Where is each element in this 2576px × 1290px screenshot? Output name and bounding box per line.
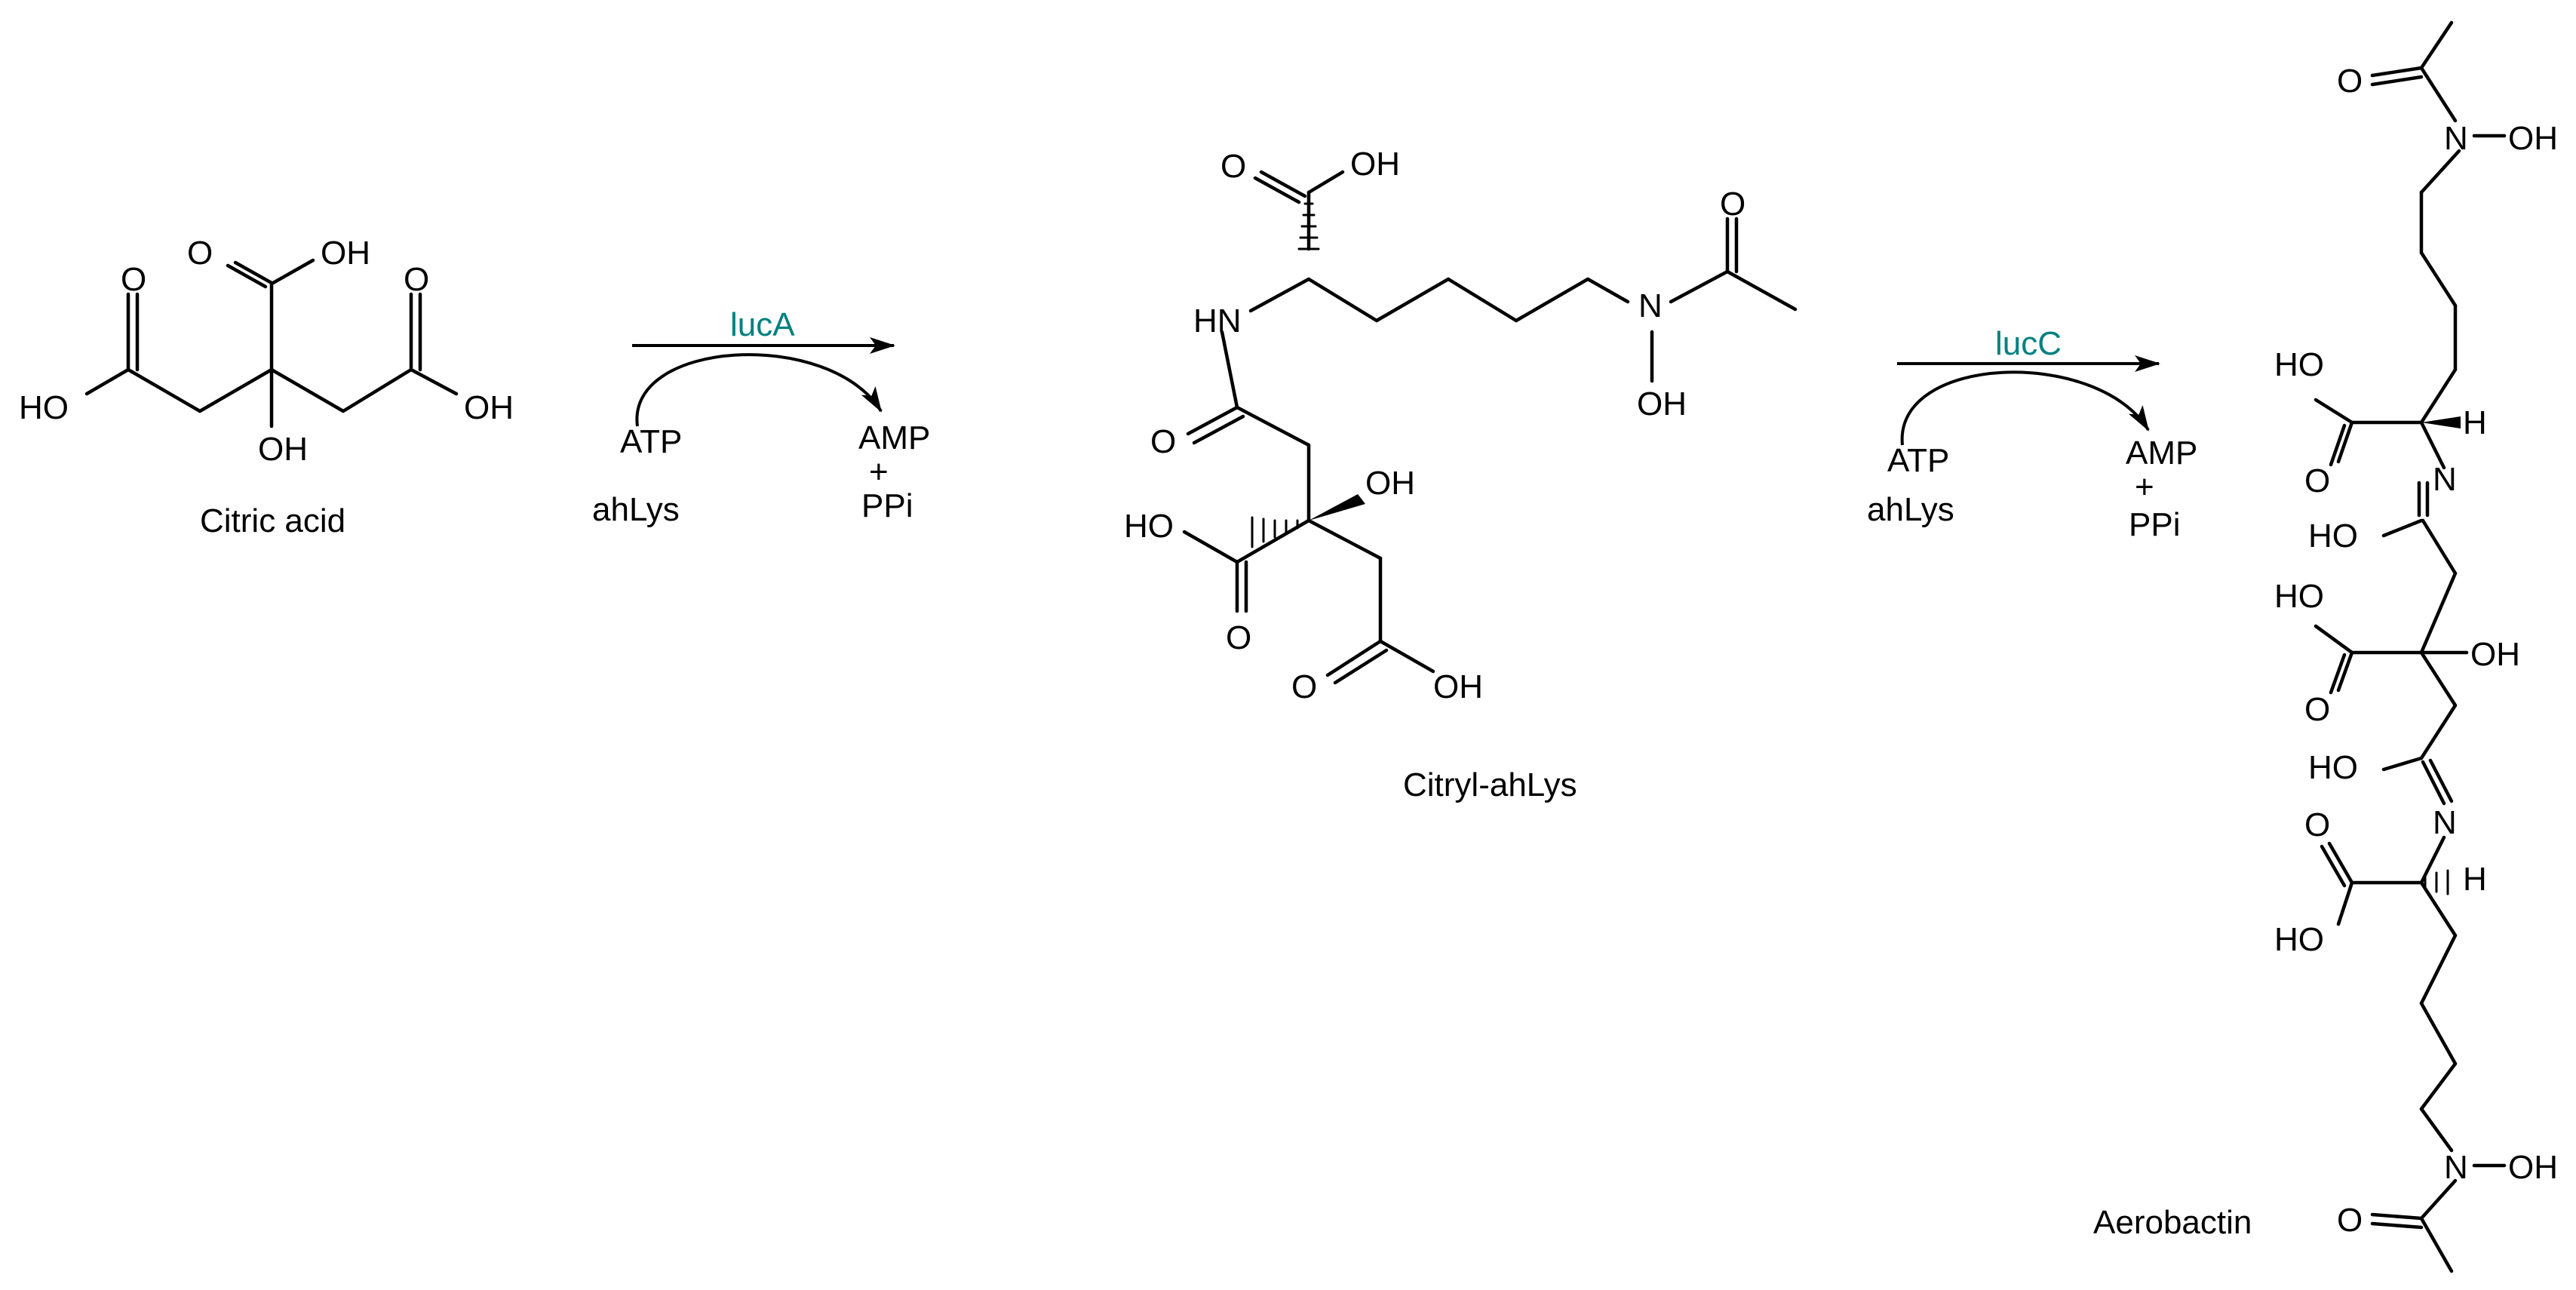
aero-o-bottom: O <box>2337 1202 2363 1239</box>
aerobactin-structure: O N OH HO O H N HO HO O OH HO N O HO H N… <box>2274 20 2558 1273</box>
aero-o-top: O <box>2337 63 2363 100</box>
aero-n-4: N <box>2433 804 2457 841</box>
aero-ho-5: HO <box>2274 921 2324 958</box>
aero-oh-bottom: OH <box>2508 1149 2558 1186</box>
aero-n-top: N <box>2444 120 2468 157</box>
citryl-hn: HN <box>1193 303 1242 339</box>
citryl-oh-quat: OH <box>1365 465 1415 502</box>
reaction-2-ahlys: ahLys <box>1867 491 1954 528</box>
citric-ho-left: HO <box>19 389 69 426</box>
citric-acid-structure: O OH O HO O OH OH <box>19 235 514 468</box>
aero-ho-2: HO <box>2308 518 2358 554</box>
aero-ho-4: HO <box>2308 749 2358 786</box>
aero-h-1: H <box>2463 404 2487 441</box>
reaction-1-enzyme: lucA <box>730 306 795 343</box>
reaction-2-arrow <box>1897 355 2160 446</box>
citryl-oh-acid: OH <box>1350 146 1400 183</box>
citryl-ahlys-structure: O OH HN N OH O O OH HO O O OH <box>1124 146 1798 705</box>
citric-oh-top: OH <box>321 235 370 272</box>
reaction-1-plus: + <box>869 453 889 490</box>
reaction-2-enzyme: lucC <box>1995 325 2062 362</box>
citryl-ho-left: HO <box>1124 508 1174 545</box>
reaction-1-ahlys: ahLys <box>592 491 680 528</box>
citric-oh-right: OH <box>464 389 514 426</box>
citric-oh-center: OH <box>258 431 308 468</box>
reaction-1-ppi: PPi <box>861 487 913 524</box>
aerobactin-label: Aerobactin <box>2093 1204 2252 1241</box>
citric-o-right: O <box>404 261 429 298</box>
reaction-2-ppi: PPi <box>2129 506 2180 543</box>
aero-ho-1: HO <box>2274 346 2324 383</box>
reaction-2-plus: + <box>2135 468 2154 505</box>
citryl-o-left: O <box>1226 619 1251 656</box>
citric-o-left: O <box>121 261 146 298</box>
citric-o-top: O <box>187 235 213 272</box>
citryl-ahlys-label: Citryl-ahLys <box>1403 766 1577 803</box>
citryl-oh-bottom: OH <box>1433 668 1483 705</box>
citryl-o-acid: O <box>1220 148 1246 185</box>
aero-h-5: H <box>2463 861 2487 898</box>
reaction-1-arrow <box>632 337 895 427</box>
aero-n-bottom: N <box>2444 1149 2468 1186</box>
reaction-2-atp: ATP <box>1887 442 1949 479</box>
aero-ho-3: HO <box>2274 578 2324 615</box>
citryl-n: N <box>1638 287 1663 324</box>
aero-oh-quat: OH <box>2470 636 2520 673</box>
citryl-o-amide: O <box>1150 423 1176 460</box>
reaction-2-amp: AMP <box>2126 435 2197 471</box>
aero-o-3: O <box>2304 691 2330 728</box>
aero-o-1: O <box>2304 462 2330 499</box>
reaction-1-amp: AMP <box>858 419 930 456</box>
citryl-o-bottom: O <box>1291 668 1317 705</box>
citryl-oh-n: OH <box>1637 385 1687 422</box>
aero-n-1: N <box>2433 461 2457 498</box>
aero-o-5: O <box>2304 806 2330 843</box>
citric-acid-label: Citric acid <box>200 502 345 539</box>
aero-oh-top: OH <box>2508 120 2558 157</box>
citryl-o-acetyl: O <box>1720 186 1745 223</box>
reaction-1-atp: ATP <box>620 423 682 460</box>
